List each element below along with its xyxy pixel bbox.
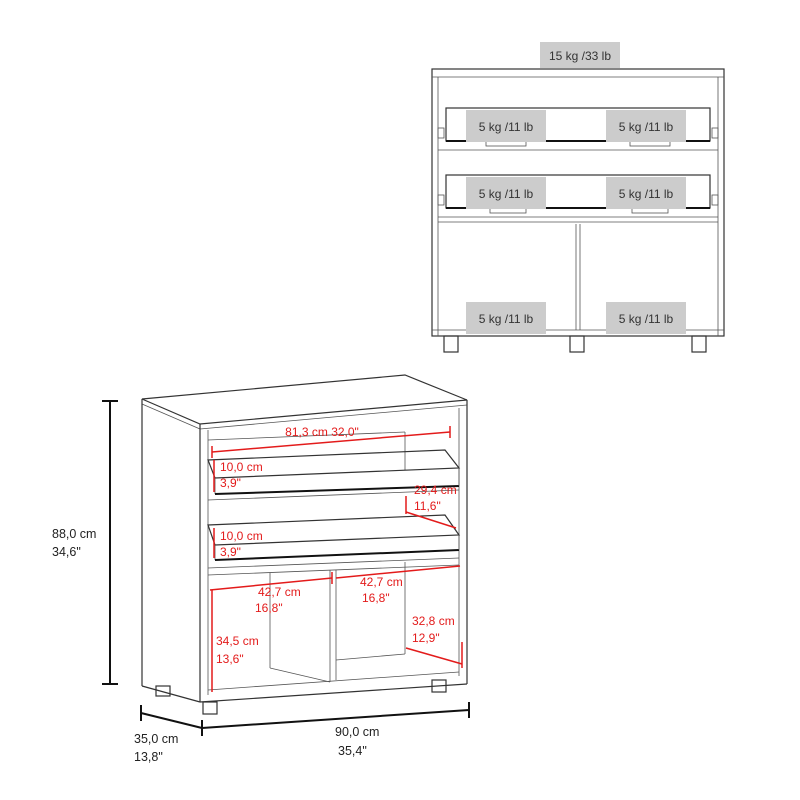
weight-badge-d1-left <box>466 110 546 142</box>
iso-left-bottom <box>141 685 201 703</box>
dim-drawer1-h-in: 3,9" <box>220 476 241 490</box>
dim-cab-depth <box>405 647 463 665</box>
iso-foot-front-right <box>431 679 447 693</box>
front-drawer-2-slide-left <box>437 194 445 206</box>
iso-shelf-1 <box>207 489 460 501</box>
iso-lower-right-floor <box>335 653 406 661</box>
iso-bottom-front <box>199 683 468 703</box>
inner-dimensions: 81,3 cm 32,0" 10,0 cm 3,9" 29,4 cm 11,6"… <box>209 425 463 692</box>
dim-inner-width <box>211 431 451 453</box>
weight-badge-top <box>540 42 620 68</box>
dim-height-in: 34,6" <box>52 545 81 559</box>
weight-badge-d1-right <box>606 110 686 142</box>
front-wheel-right <box>691 335 707 353</box>
dim-half-left-in: 16,8" <box>255 601 283 615</box>
dim-depth-cm: 35,0 cm <box>134 732 178 746</box>
dim-drawer2-h-in: 3,9" <box>220 545 241 559</box>
dim-cab-h-cm: 34,5 cm <box>216 634 259 648</box>
iso-view <box>141 374 468 715</box>
dim-depth-in: 13,8" <box>134 750 163 764</box>
weight-d1-right-label: 5 kg /11 lb <box>619 120 674 134</box>
iso-shelf-2b <box>207 564 460 576</box>
iso-top-edge-f <box>199 404 468 430</box>
dim-inner-width-label: 81,3 cm 32,0" <box>285 425 359 439</box>
weight-badge-bottom-right <box>606 302 686 334</box>
dim-drawer-depth <box>405 511 457 529</box>
front-drawer-1-slide-left <box>437 127 445 139</box>
dim-half-right-in: 16,8" <box>362 591 390 605</box>
dim-cab-d-in: 12,9" <box>412 631 440 645</box>
dim-height-cm: 88,0 cm <box>52 527 96 541</box>
iso-top <box>141 374 468 425</box>
dim-half-left-cm: 42,7 cm <box>258 585 301 599</box>
dim-depth-line <box>140 712 203 729</box>
iso-back-top <box>207 431 406 441</box>
front-wheel-left <box>443 335 459 353</box>
dim-width-in: 35,4" <box>338 744 367 758</box>
dim-width-line <box>201 709 470 729</box>
front-drawer-2-slide-right <box>711 194 719 206</box>
dim-cab-d-cm: 32,8 cm <box>412 614 455 628</box>
weight-badge-d2-right <box>606 177 686 209</box>
iso-foot-front-left <box>202 701 218 715</box>
weight-bottom-right-label: 5 kg /11 lb <box>619 312 674 326</box>
iso-foot-back-left <box>155 685 171 697</box>
weight-d2-left-label: 5 kg /11 lb <box>479 187 534 201</box>
front-drawer-1-slide-right <box>711 127 719 139</box>
front-wheel-center <box>569 335 585 353</box>
iso-drawer-2-front <box>214 549 460 561</box>
weight-d2-right-label: 5 kg /11 lb <box>619 187 674 201</box>
dim-width-cm: 90,0 cm <box>335 725 379 739</box>
iso-lower-left-floor <box>269 667 331 683</box>
weight-d1-left-label: 5 kg /11 lb <box>479 120 534 134</box>
dim-half-left <box>209 577 333 591</box>
dim-drawer-depth-cm: 29,4 cm <box>414 483 457 497</box>
dim-cab-h-in: 13,6" <box>216 652 244 666</box>
iso-shelf-2 <box>207 557 460 569</box>
dim-drawer1-h-cm: 10,0 cm <box>220 460 263 474</box>
weight-bottom-left-label: 5 kg /11 lb <box>479 312 534 326</box>
dim-drawer-depth-in: 11,6" <box>414 499 441 513</box>
front-view: 15 kg /33 lb 5 kg /11 lb 5 kg /11 lb 5 k… <box>431 42 725 353</box>
iso-bottom-inner <box>207 671 460 691</box>
weight-badge-bottom-left <box>466 302 546 334</box>
overall-dimensions: 88,0 cm 34,6" 90,0 cm 35,4" 35,0 cm 13,8… <box>52 400 470 764</box>
dim-drawer2-h-cm: 10,0 cm <box>220 529 263 543</box>
iso-drawer-1-front <box>214 485 460 495</box>
weight-top-label: 15 kg /33 lb <box>549 49 611 63</box>
dim-half-right-cm: 42,7 cm <box>360 575 403 589</box>
dim-half-right <box>335 565 461 579</box>
iso-top-edge-l <box>141 403 201 430</box>
weight-badge-d2-left <box>466 177 546 209</box>
